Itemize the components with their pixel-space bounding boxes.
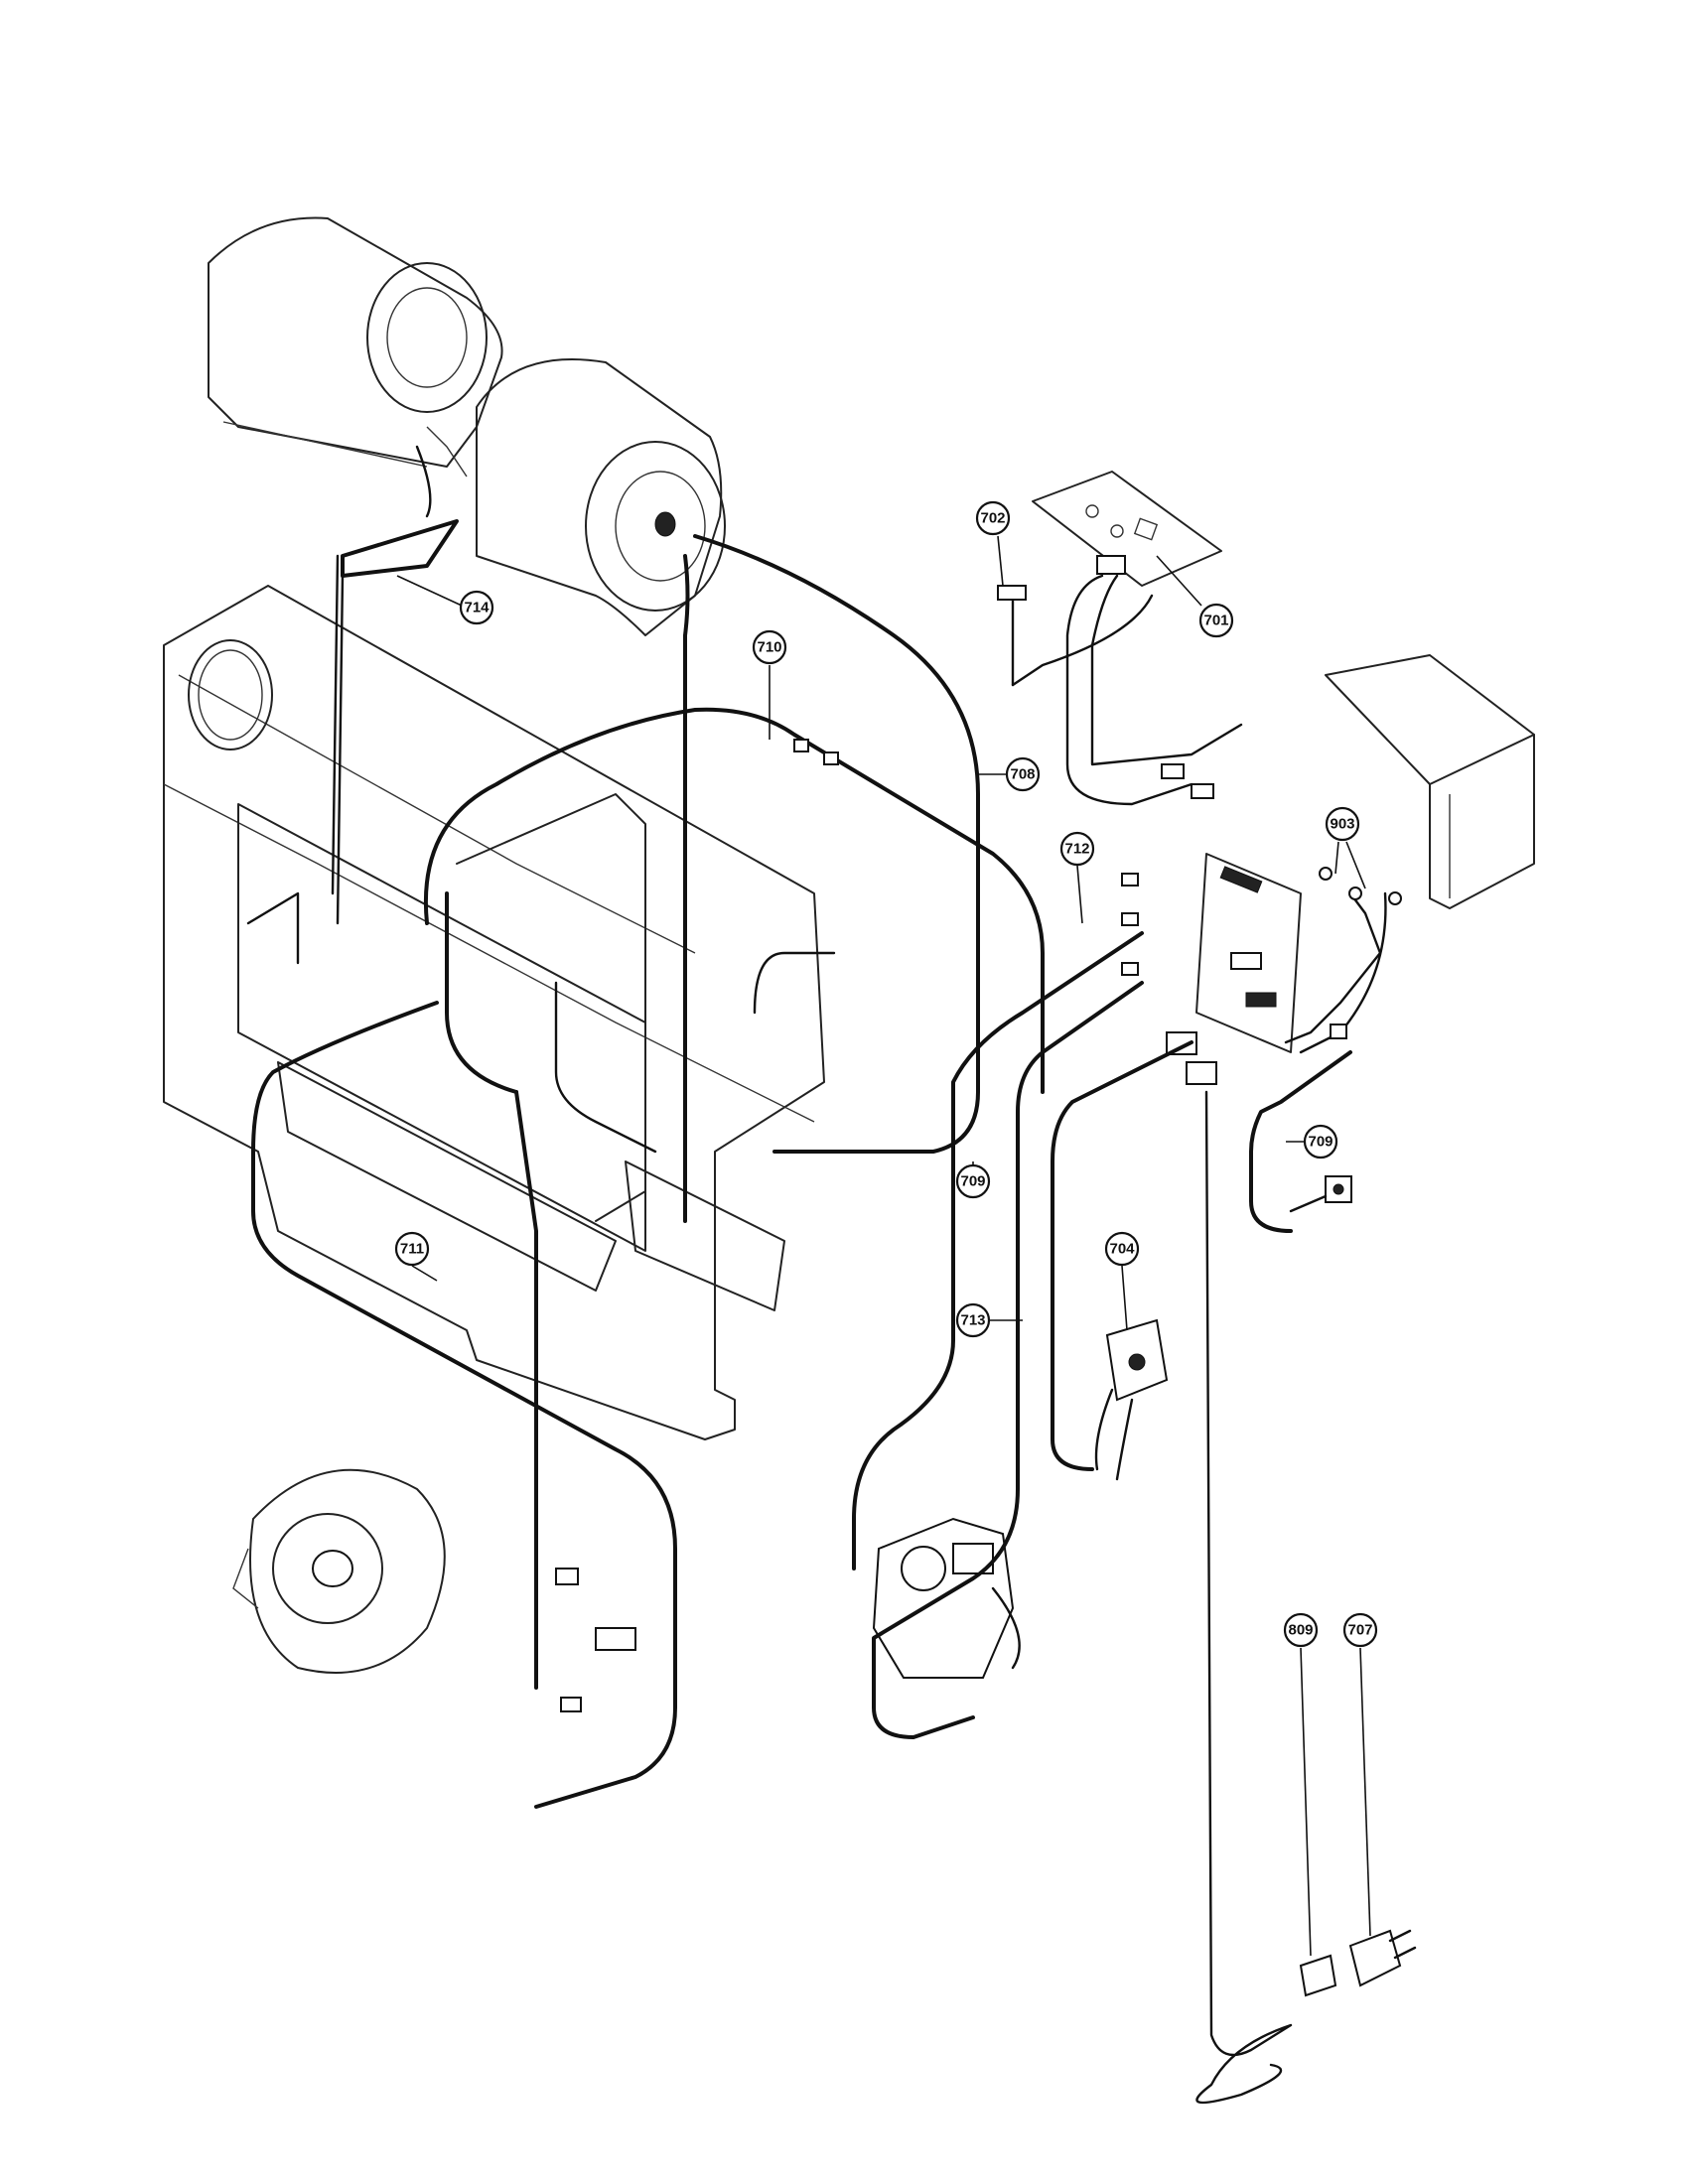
callout-712: 712 [1064, 841, 1089, 858]
callout-circle-709-center [955, 1163, 991, 1199]
callout-circle-809 [1283, 1612, 1319, 1648]
callout-circle-704 [1104, 1231, 1140, 1267]
callout-704: 704 [1109, 1241, 1135, 1258]
callouts: 714 702 701 710 708 712 903 709 709 [394, 500, 1378, 1957]
connectors [555, 739, 1402, 1712]
terminal-board [1166, 853, 1302, 1085]
callout-circle-708 [1005, 756, 1041, 792]
callout-circle-903 [1325, 806, 1360, 842]
callout-709-center: 709 [960, 1173, 985, 1190]
callout-circle-712 [1059, 831, 1095, 867]
callout-713: 713 [960, 1312, 985, 1329]
callout-714: 714 [464, 600, 490, 616]
ground-lug [1289, 1175, 1352, 1213]
callout-circle-711 [394, 1231, 430, 1267]
callout-903: 903 [1330, 816, 1354, 833]
wire-harnesses [246, 445, 1387, 1809]
cabinet-frame [163, 585, 825, 1440]
gas-valve [872, 1517, 1021, 1679]
control-panel-701 [1032, 471, 1222, 587]
callout-701: 701 [1203, 613, 1228, 629]
burner-box [1325, 654, 1535, 909]
power-cord [1195, 1090, 1417, 2105]
callout-circle-701 [1198, 603, 1234, 638]
inducer-motor [232, 1468, 446, 1674]
callout-circle-713 [955, 1302, 991, 1338]
blower-assembly [208, 216, 726, 636]
callout-711: 711 [400, 1241, 424, 1258]
callout-circle-710 [752, 629, 787, 665]
callout-circle-709-right [1303, 1124, 1338, 1160]
transformer-704 [1094, 1318, 1169, 1481]
callout-708: 708 [1010, 766, 1035, 783]
callout-710: 710 [757, 639, 781, 656]
callout-circle-702 [975, 500, 1011, 536]
callout-702: 702 [980, 510, 1005, 527]
callout-circle-714 [459, 590, 494, 625]
callout-809: 809 [1288, 1622, 1313, 1639]
callout-707: 707 [1347, 1622, 1372, 1639]
callout-709-right: 709 [1308, 1134, 1333, 1151]
callout-circle-707 [1342, 1612, 1378, 1648]
